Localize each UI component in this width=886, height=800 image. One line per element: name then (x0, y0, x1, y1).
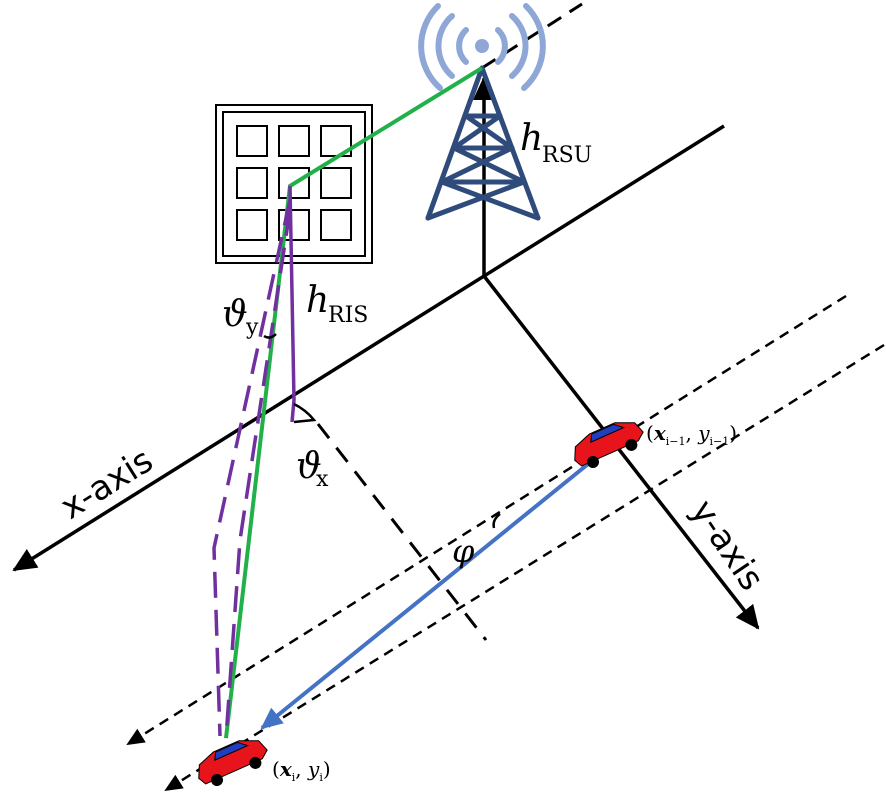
theta-y-symbol: ϑ (222, 294, 248, 335)
dashed-extension-top (481, 2, 583, 70)
vehicle-prev-coord-label: (xi−1, yi−1) (646, 421, 737, 448)
h-ris-label: h RIS (306, 280, 368, 328)
y-axis-label: y-axis (683, 493, 772, 598)
h-rsu-label: h RSU (520, 118, 592, 168)
theta-y-subscript: y (245, 315, 259, 340)
signal-waves-icon (418, 3, 546, 91)
h-rsu-symbol: h (520, 118, 543, 159)
theta-x-label: ϑ x (296, 446, 329, 492)
x-axis-label: x-axis (54, 440, 160, 527)
x-axis-line (12, 124, 725, 572)
vehicle-curr-coord-label: (xi, yi) (272, 757, 331, 784)
phi-label: φ (452, 532, 475, 570)
h-ris-subscript: RIS (328, 303, 368, 328)
theta-x-subscript: x (316, 467, 329, 492)
lane-dashed-lower (164, 343, 885, 792)
vehicle-motion-arrow (260, 454, 600, 730)
ris-height-line (288, 185, 296, 423)
theta-y-label: ϑ y (222, 294, 259, 340)
h-rsu-subscript: RSU (542, 143, 592, 168)
angle-marks (263, 333, 501, 529)
vehicle-curr-icon (198, 740, 268, 787)
theta-x-symbol: ϑ (296, 446, 322, 487)
vehicle-prev-icon (574, 422, 644, 469)
h-ris-symbol: h (306, 280, 329, 321)
y-axis-line (482, 274, 760, 630)
lane-dashed-upper (126, 294, 847, 746)
purple-dashed-projections (212, 199, 292, 739)
projection-dashed-line (316, 423, 488, 641)
rsu-tower-icon (425, 65, 541, 221)
